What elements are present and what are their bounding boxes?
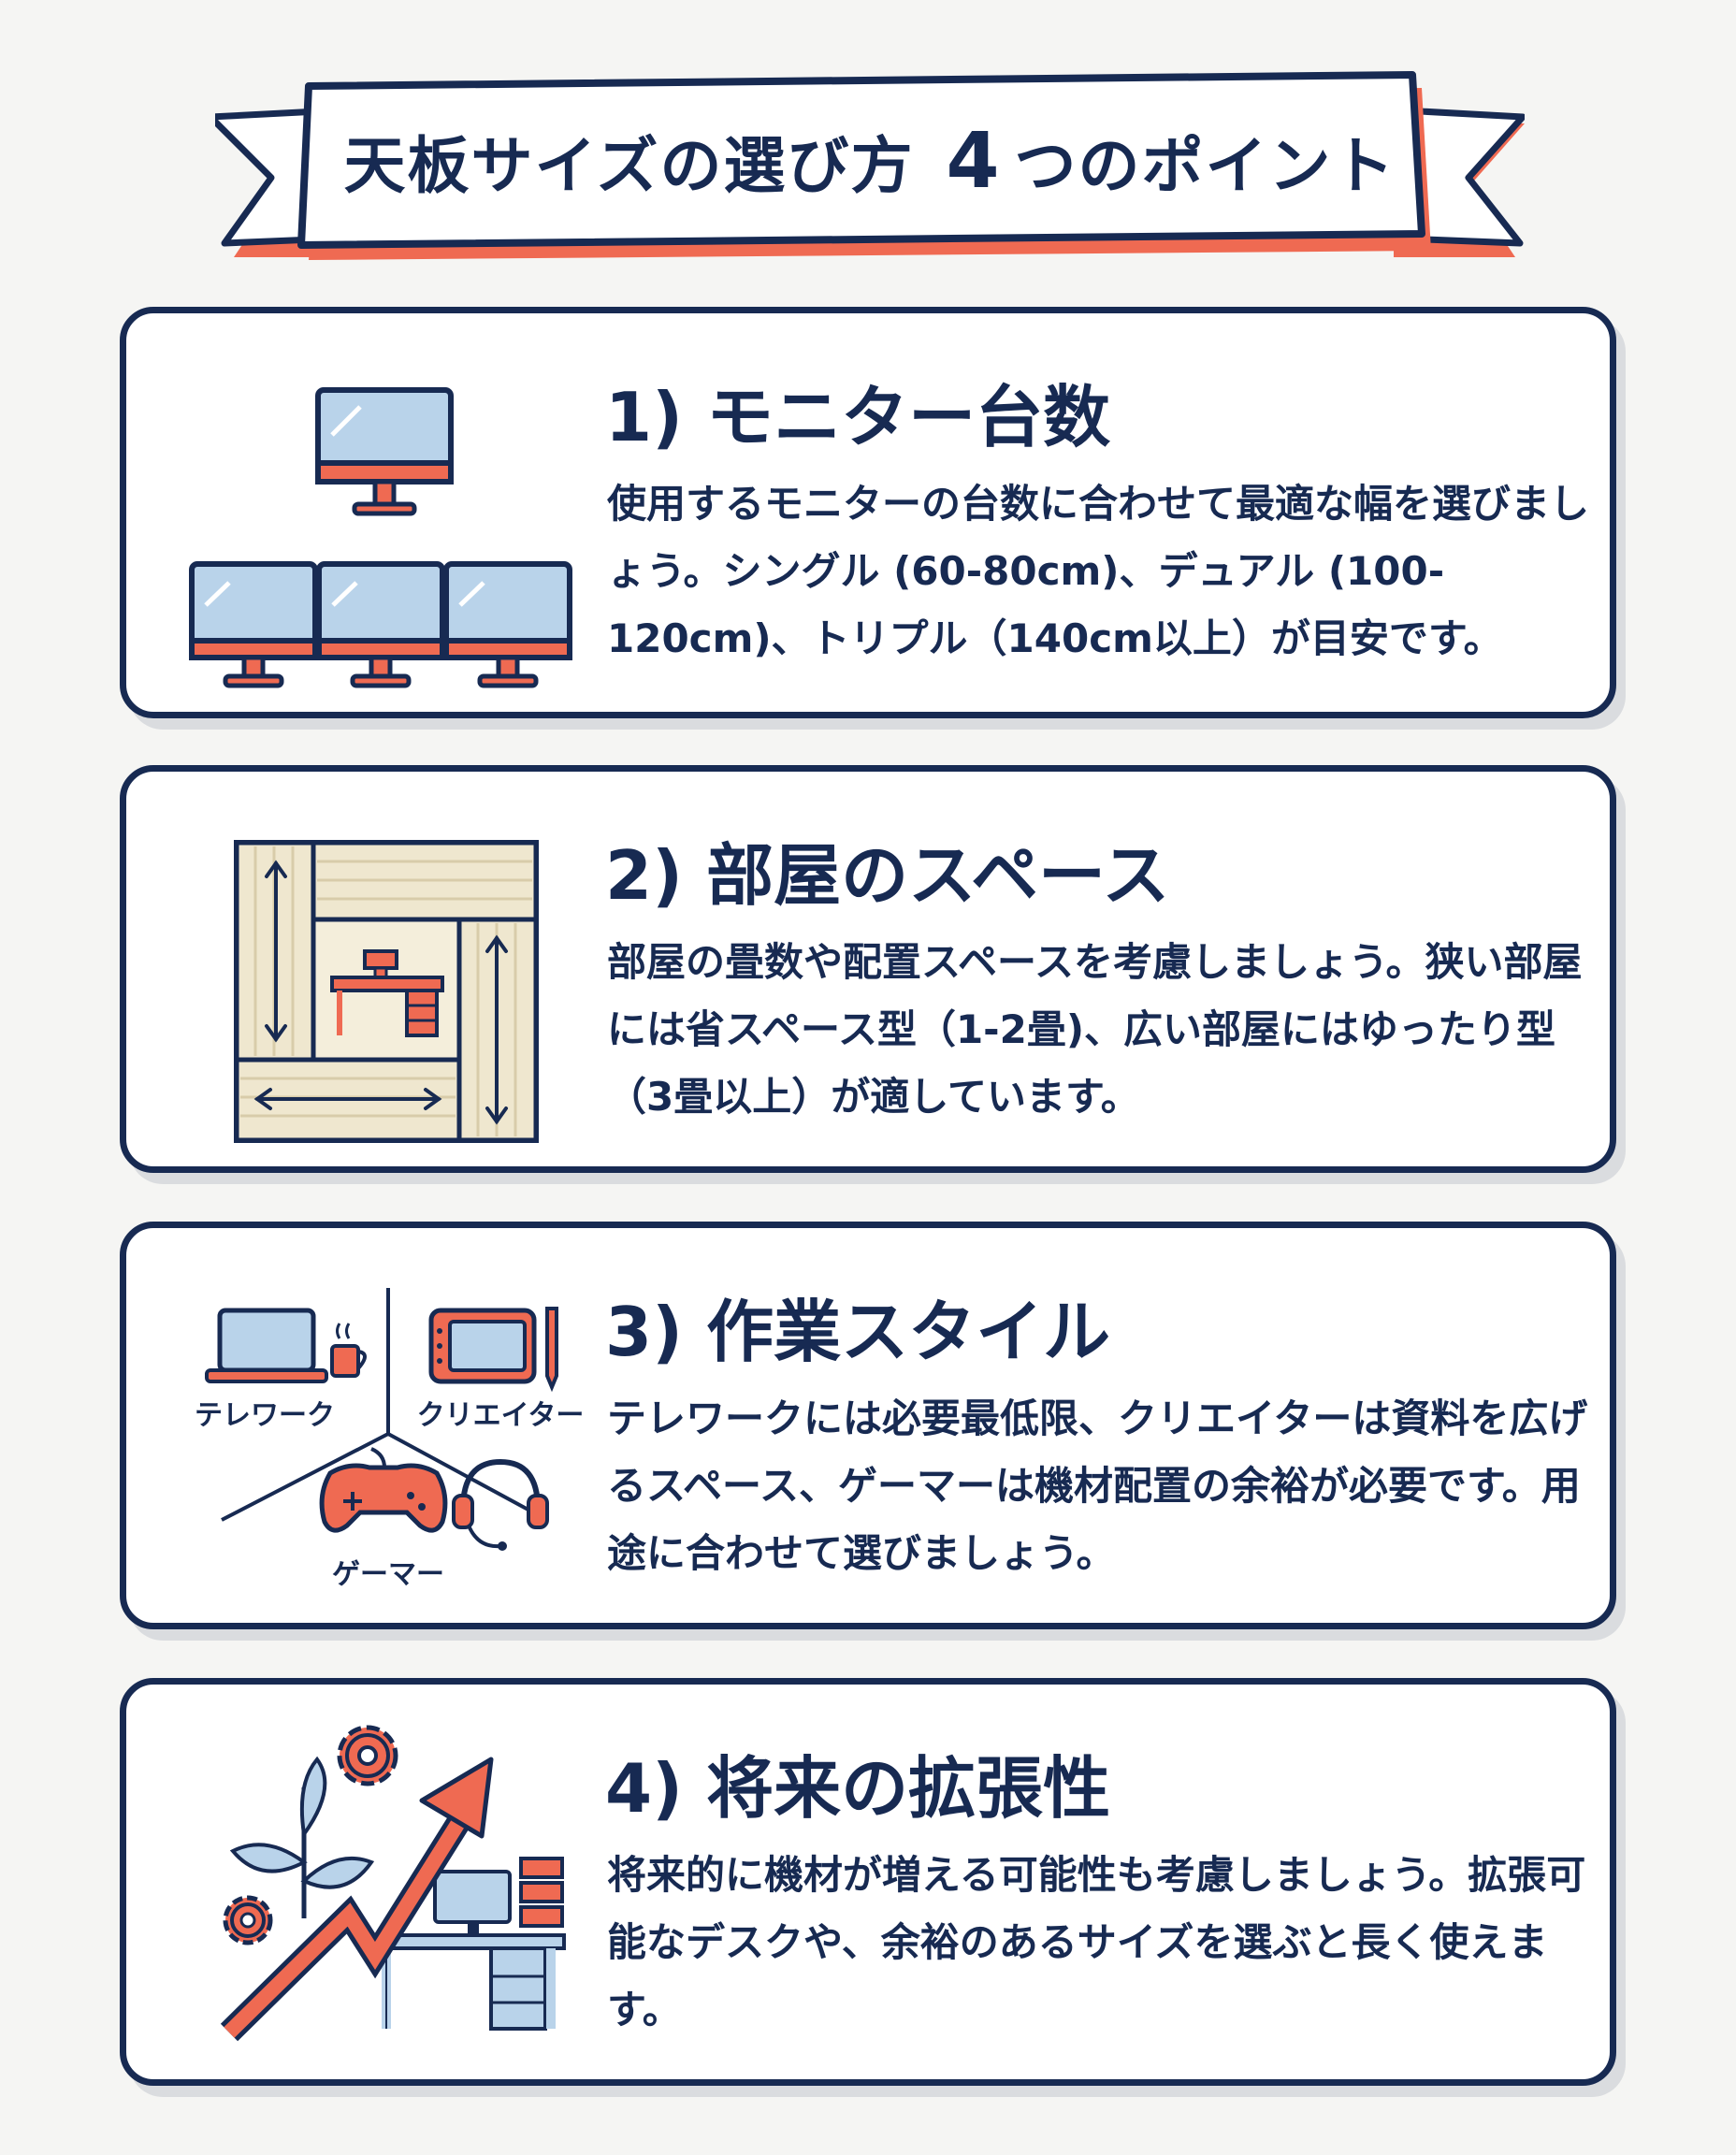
point-card-monitors: 1) モニター台数 使用するモニターの台数に合わせて最適な幅を選びましょう。シン… (120, 307, 1616, 718)
page-title: 天板サイズの選び方 4 つのポイント (337, 99, 1403, 223)
expandability-illustration (220, 1725, 566, 2042)
page-title-suffix: つのポイント (1014, 130, 1396, 202)
gear-icon (337, 1725, 398, 1786)
label-gamer: ゲーマー (332, 1558, 444, 1591)
desk-setup-icon (371, 1857, 566, 2031)
laptop-icon (205, 1308, 328, 1383)
point-body: 使用するモニターの台数に合わせて最適な幅を選びましょう。シングル (60-80c… (607, 481, 1590, 661)
point-title: 3) 作業スタイル (605, 1293, 1111, 1371)
label-telework: テレワーク (195, 1399, 335, 1432)
triple-monitor-icon (189, 561, 572, 688)
single-monitor-icon (315, 387, 454, 516)
ribbon-banner-icon (215, 71, 1525, 260)
label-creator: クリエイター (417, 1399, 585, 1432)
point-title: 1) モニター台数 (605, 378, 1111, 456)
header-banner: 天板サイズの選び方 4 つのポイント (215, 65, 1525, 271)
monitor-count-illustration (189, 387, 572, 688)
point-card-work-style: テレワーク クリエイター ゲーマー 3) 作業スタイル テレワークには必要最低限… (120, 1222, 1616, 1629)
pen-tablet-icon (428, 1307, 558, 1393)
point-body: 部屋の畳数や配置スペースを考慮しましょう。狭い部屋には省スペース型（1-2畳)、… (607, 939, 1583, 1120)
point-card-room-space: 2) 部屋のスペース 部屋の畳数や配置スペースを考慮しましょう。狭い部屋には省ス… (120, 765, 1616, 1173)
gear-small-icon (223, 1895, 273, 1945)
mug-icon (330, 1323, 367, 1378)
growth-arrow-icon (220, 1757, 494, 2042)
desk-icon (330, 949, 444, 1037)
point-card-expandability: 4) 将来の拡張性 将来的に機材が増える可能性も考慮しましょう。拡張可能なデスク… (120, 1678, 1616, 2086)
page-title-number: 4 (946, 116, 1002, 206)
point-body: 将来的に機材が増える可能性も考慮しましょう。拡張可能なデスクや、余裕のあるサイズ… (607, 1852, 1586, 2032)
point-title: 2) 部屋のスペース (605, 836, 1170, 915)
headset-icon (452, 1458, 549, 1551)
plant-icon (229, 1756, 375, 1918)
gamepad-icon (319, 1447, 448, 1533)
point-body: テレワークには必要最低限、クリエイターは資料を広げるスペース、ゲーマーは機材配置… (607, 1396, 1588, 1576)
tatami-room-icon (234, 840, 539, 1143)
work-style-illustration: テレワーク クリエイター ゲーマー (195, 1288, 585, 1591)
page-title-main: 天板サイズの選び方 (343, 130, 915, 202)
room-space-illustration (234, 840, 539, 1143)
point-title: 4) 将来の拡張性 (605, 1749, 1111, 1828)
